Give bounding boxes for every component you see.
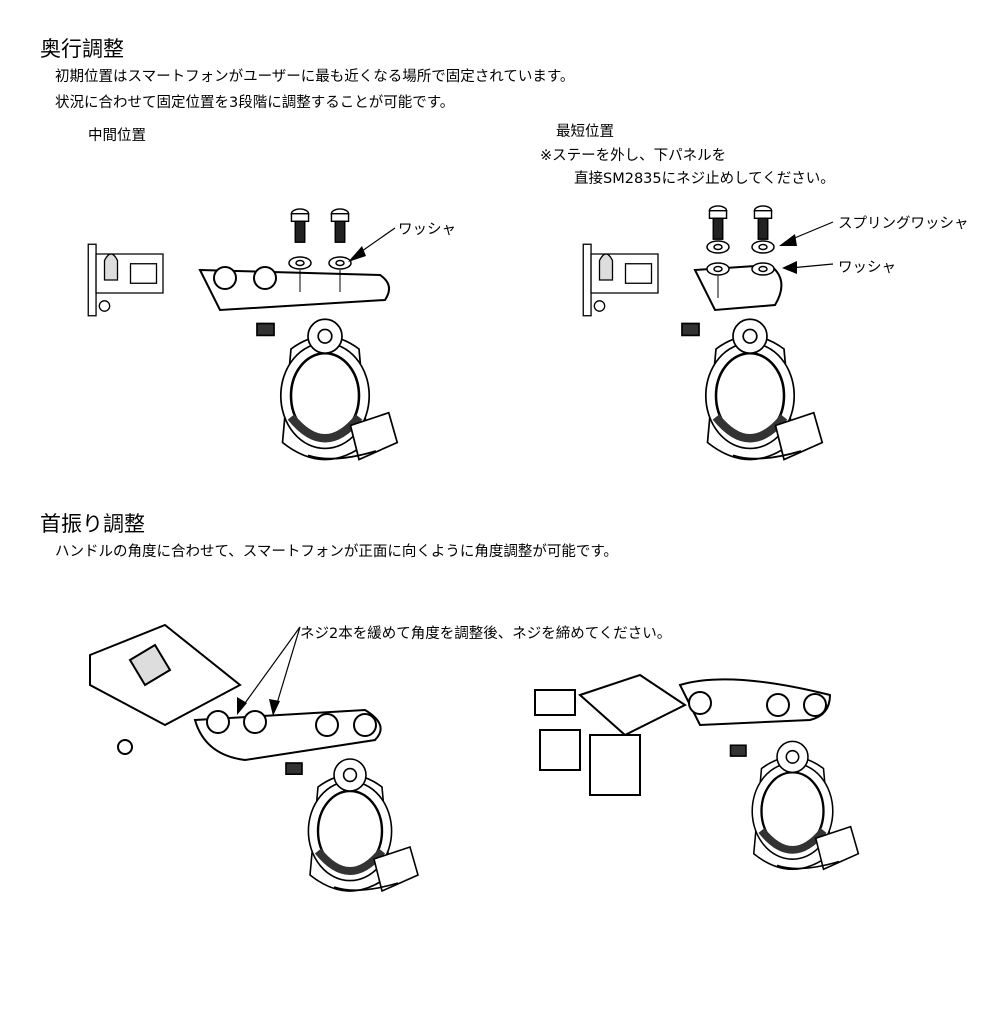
mount-illustration-swivel-2	[534, 673, 870, 910]
section-title-swivel: 首振り調整	[40, 512, 145, 536]
section-title-depth: 奥行調整	[40, 37, 124, 61]
depth-description-1: 初期位置はスマートフォンがユーザーに最も近くなる場所で固定されています。	[55, 69, 575, 85]
depth-description-2: 状況に合わせて固定位置を3段階に調整することが可能です。	[55, 95, 455, 111]
caption-middle-position: 中間位置	[88, 128, 146, 144]
caption-shortest-position: 最短位置	[556, 124, 614, 140]
mount-illustration-swivel-1	[89, 623, 415, 925]
shortest-note-line2: 直接SM2835にネジ止めしてください。	[574, 171, 835, 187]
swivel-description: ハンドルの角度に合わせて、スマートフォンが正面に向くように角度調整が可能です。	[55, 544, 618, 560]
mount-illustration-middle	[87, 208, 410, 490]
washer-label-middle: ワッシャ	[398, 222, 456, 238]
screw-callout: ネジ2本を緩めて角度を調整後、ネジを締めてください。	[300, 626, 672, 642]
mount-illustration-shortest	[582, 205, 834, 490]
shortest-note-line1: ※ステーを外し、下パネルを	[540, 148, 727, 164]
spring-washer-label: スプリングワッシャ	[838, 216, 969, 232]
washer-label-shortest: ワッシャ	[838, 260, 896, 276]
